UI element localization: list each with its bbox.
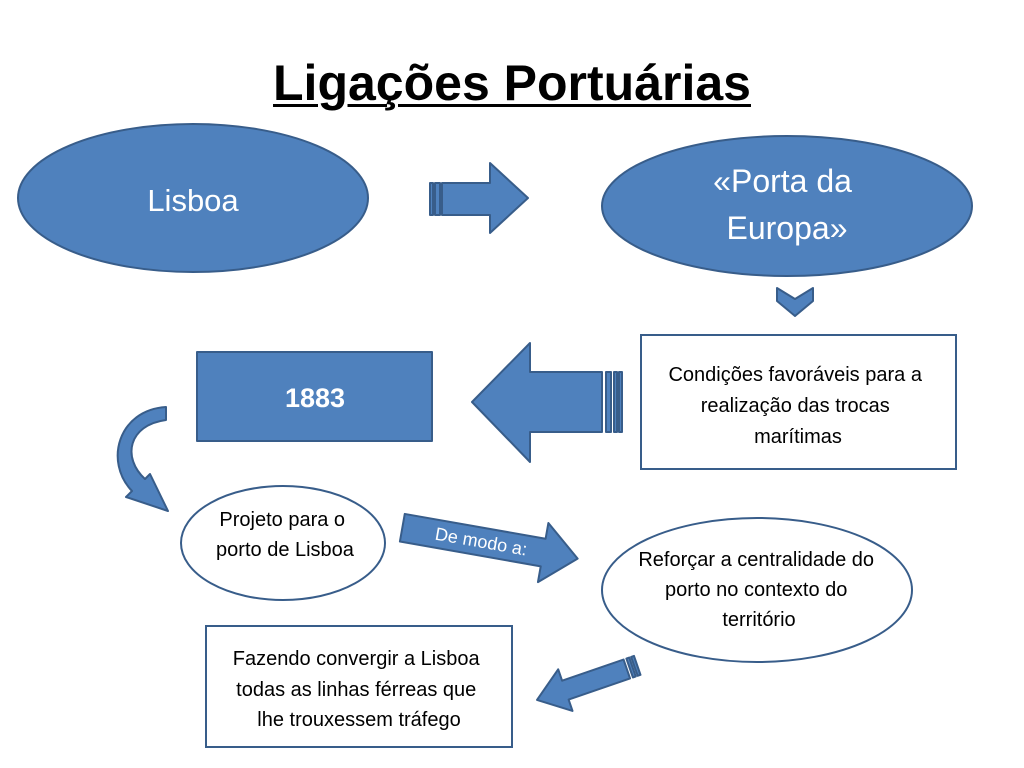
projeto-text-line: Projeto para o (219, 509, 345, 531)
year-box (196, 351, 433, 442)
arrow-stripe (613, 371, 618, 433)
right-arrow-shape (398, 512, 579, 584)
arrow-stripe (434, 182, 441, 216)
reforcar-text-line: território (722, 609, 795, 631)
arrow-condicoes-to-1883 (471, 342, 623, 463)
node-projeto: Projeto para o porto de Lisboa (180, 485, 386, 601)
projeto-ellipse (180, 485, 386, 601)
porta-europa-label: «Porta da Europa» (713, 163, 861, 246)
arrow-stripe (605, 371, 612, 433)
node-porta-europa: «Porta da Europa» (601, 135, 973, 277)
porta-europa-line: «Porta da (713, 163, 852, 199)
porta-europa-ellipse (601, 135, 973, 277)
arrow-stripe (625, 656, 637, 679)
condicoes-box (640, 334, 957, 470)
left-arrow-shape (471, 342, 603, 463)
reforcar-ellipse (601, 517, 913, 663)
node-1883: 1883 (196, 351, 433, 442)
page-title: Ligações Portuárias (273, 55, 751, 111)
porta-europa-line: Europa» (727, 210, 848, 246)
fazendo-text-line: Fazendo convergir a Lisboa (233, 648, 481, 670)
reforcar-text-line: Reforçar a centralidade do (638, 549, 874, 571)
node-reforcar: Reforçar a centralidade do porto no cont… (601, 517, 913, 663)
arrow-stripe (429, 182, 434, 216)
year-label: 1883 (285, 383, 345, 413)
fazendo-box (205, 625, 513, 748)
projeto-text: Projeto para o porto de Lisboa (216, 509, 355, 561)
lisboa-ellipse (17, 123, 369, 273)
condicoes-text-line: marítimas (754, 426, 842, 448)
node-condicoes: Condições favoráveis para a realização d… (640, 334, 957, 470)
fazendo-text: Fazendo convergir a Lisboa todas as linh… (233, 648, 485, 731)
node-lisboa: Lisboa (17, 123, 369, 273)
condicoes-text-line: realização das trocas (701, 395, 890, 417)
reforcar-text: Reforçar a centralidade do porto no cont… (638, 549, 879, 631)
condicoes-text: Condições favoráveis para a realização d… (668, 364, 927, 448)
fazendo-text-line: lhe trouxessem tráfego (257, 709, 460, 731)
arrow-de-modo-a: De modo a: (398, 512, 579, 584)
left-arrow-shape (535, 658, 632, 712)
node-fazendo: Fazendo convergir a Lisboa todas as linh… (205, 625, 513, 748)
arrow-reforcar-to-fazendo (535, 654, 642, 712)
arrow-stripe (618, 371, 623, 433)
reforcar-text-line: porto no contexto do (665, 579, 847, 601)
fazendo-text-line: todas as linhas férreas que (236, 679, 476, 701)
condicoes-text-line: Condições favoráveis para a (668, 364, 922, 386)
lisboa-label: Lisboa (147, 183, 239, 218)
arrow-lisboa-to-porta (429, 162, 529, 234)
projeto-text-line: porto de Lisboa (216, 539, 355, 561)
chevron-down-icon (776, 287, 814, 317)
right-arrow-shape (441, 162, 529, 234)
curved-arrow-icon (116, 406, 169, 512)
arrow-stripe (630, 654, 642, 677)
